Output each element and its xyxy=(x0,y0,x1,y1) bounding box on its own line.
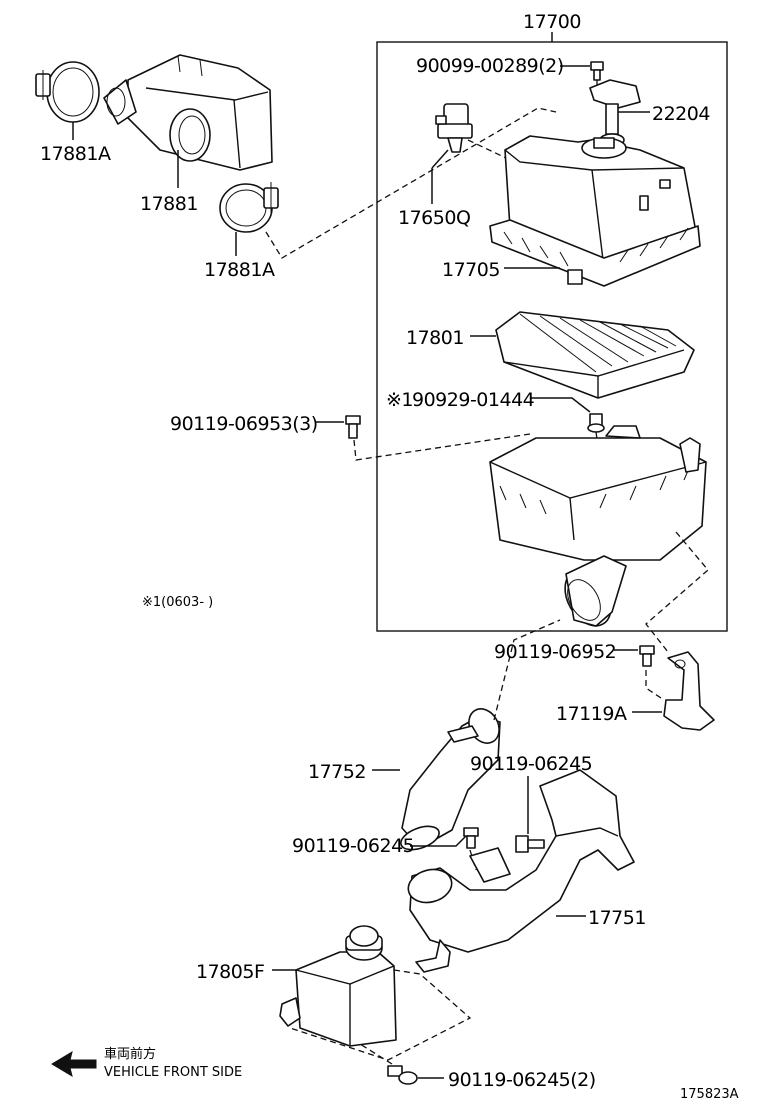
filter-element xyxy=(495,311,695,399)
label-direction-en: VEHICLE FRONT SIDE xyxy=(104,1065,242,1080)
bolt-mid-right xyxy=(515,835,545,853)
label-resonator: 17805F xyxy=(196,961,264,983)
bolt-left xyxy=(345,415,361,439)
label-bracket: 17119A xyxy=(556,703,627,725)
lower-case xyxy=(489,425,707,627)
intake-connector xyxy=(103,54,273,171)
bracket xyxy=(663,651,715,731)
left-arrow-icon xyxy=(51,1050,97,1078)
bolt-top xyxy=(590,61,604,81)
label-bolt-bracket: 90119-06952 xyxy=(494,641,616,663)
clamp-upper xyxy=(35,61,100,123)
dash-bolt-bottom xyxy=(359,1043,393,1065)
label-connector: 17881 xyxy=(140,193,198,215)
label-element: 17801 xyxy=(406,327,464,349)
dash-hose-to-case xyxy=(493,619,561,721)
dash-bolt-to-bracket xyxy=(645,670,665,701)
leader-vsv-2 xyxy=(431,149,449,169)
resonator xyxy=(279,925,397,1047)
leader-bolt-mid-left xyxy=(410,835,467,847)
label-sensor: 22204 xyxy=(652,103,710,125)
label-bolt-top: 90099-00289(2) xyxy=(416,55,564,77)
dash-connector-to-case xyxy=(265,107,557,259)
label-bolt-left: 90119-06953(3) xyxy=(170,413,318,435)
inlet-duct xyxy=(407,769,635,973)
label-inlet-duct: 17751 xyxy=(588,907,646,929)
label-direction-jp: 車両前方 xyxy=(104,1046,156,1062)
label-bolt-mid-left: 90119-06245 xyxy=(292,835,414,857)
label-vsv: 17650Q xyxy=(398,207,470,229)
dash-bolt-left xyxy=(353,433,531,461)
leader-grommet xyxy=(530,397,591,413)
bolt-mid-left xyxy=(463,827,479,849)
label-assembly: 17700 xyxy=(523,11,581,33)
label-clamp-lower: 17881A xyxy=(204,259,275,281)
dash-resonator xyxy=(289,969,472,1061)
label-figure-id: 175823A xyxy=(680,1087,739,1102)
label-hose: 17752 xyxy=(308,761,366,783)
label-bolt-bottom: 90119-06245(2) xyxy=(448,1069,596,1091)
air-hose xyxy=(400,708,501,851)
dash-case-to-bracket xyxy=(645,531,709,653)
label-upper-case: 17705 xyxy=(442,259,500,281)
bolt-bottom xyxy=(387,1065,418,1085)
grommet xyxy=(587,413,605,433)
label-footnote: ※1(0603- ) xyxy=(142,595,213,610)
airflow-sensor xyxy=(589,79,641,147)
upper-case xyxy=(489,135,701,287)
label-bolt-mid-right: 90119-06245 xyxy=(470,753,592,775)
label-grommet-mark: ※1 xyxy=(386,389,413,411)
clamp-lower xyxy=(219,182,279,233)
bolt-bracket xyxy=(639,645,655,667)
vsv-valve xyxy=(435,103,473,153)
label-grommet: 90929-01444 xyxy=(412,389,535,411)
label-clamp-upper: 17881A xyxy=(40,143,111,165)
dash-vsv xyxy=(467,139,507,159)
